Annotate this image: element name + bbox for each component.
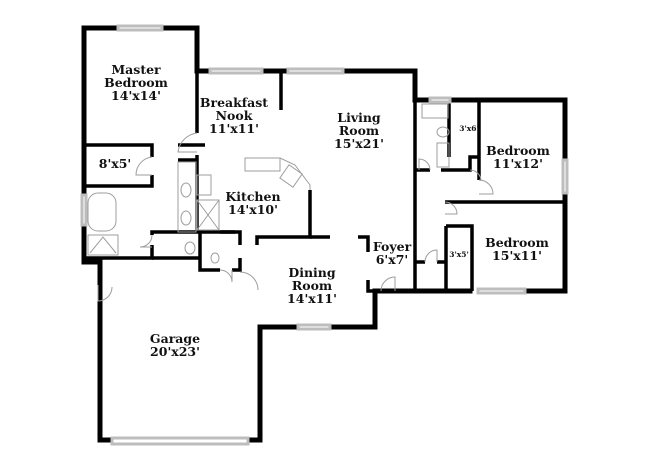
doors (97, 132, 494, 302)
room-label-master-closet: 8'x5' (98, 156, 132, 171)
room-label-garage: Garage 20'x23' (149, 331, 201, 360)
windows (80, 24, 569, 446)
room-label-foyer: Foyer 6'x7' (372, 239, 412, 268)
exterior-walls (81, 25, 568, 443)
room-label-bedroom-2: Bedroom 11'x12' (486, 143, 550, 172)
room-label-living-room: Living Room 15'x21' (334, 110, 384, 152)
room-label-breakfast-nook: Breakfast Nook 11'x11' (199, 95, 269, 137)
room-label-bedroom-3: Bedroom 15'x11' (485, 235, 549, 264)
room-label-dining-room: Dining Room 14'x11' (287, 265, 337, 307)
room-label-kitchen: Kitchen 14'x10' (225, 189, 281, 218)
room-label-bedroom-2-closet: 3'x6' (459, 124, 479, 133)
room-label-bedroom-3-closet: 3'x5' (449, 250, 469, 259)
room-label-master-bedroom: Master Bedroom 14'x14' (104, 62, 168, 104)
fixtures (87, 103, 450, 264)
